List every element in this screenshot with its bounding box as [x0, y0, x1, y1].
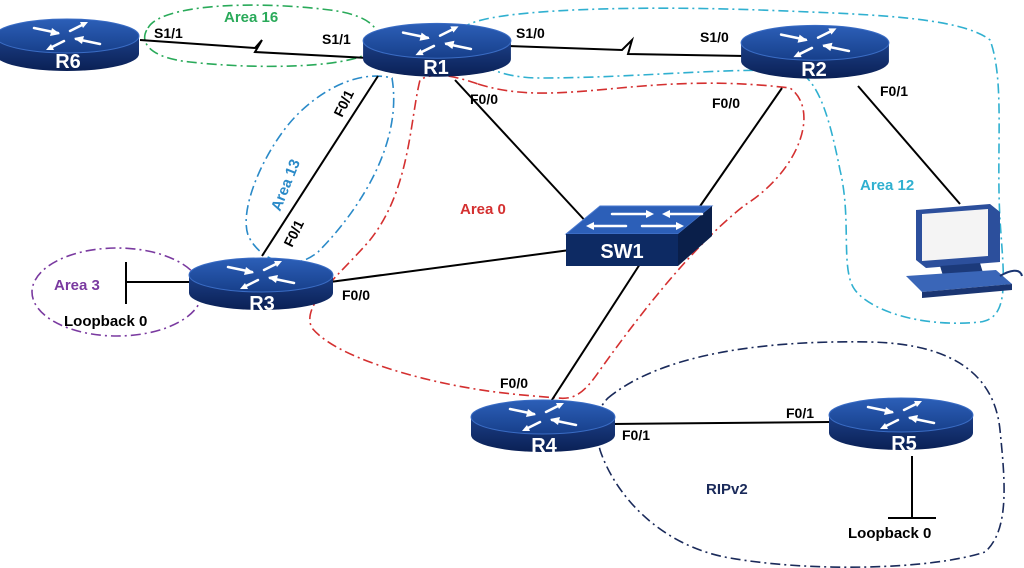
router-r5-label: R5: [891, 433, 917, 455]
if-r1-s11: S1/1: [322, 31, 351, 47]
rip-outline: [595, 341, 1005, 568]
link-r1-sw1: [454, 79, 591, 227]
switch-sw1-label: SW1: [600, 241, 643, 263]
router-r6-label: R6: [55, 51, 81, 73]
if-r2-s10: S1/0: [700, 29, 729, 45]
router-r1-label: R1: [423, 57, 449, 79]
area16-outline: [143, 4, 379, 68]
if-r4-f01: F0/1: [622, 427, 650, 443]
link-r2-sw1: [695, 87, 783, 213]
if-r2-f01: F0/1: [880, 83, 908, 99]
area0-label: Area 0: [460, 201, 506, 218]
if-r6-s11: S1/1: [154, 25, 183, 41]
router-r4-label: R4: [531, 435, 557, 457]
link-r1-r2: [507, 36, 746, 57]
router-r2[interactable]: R2: [739, 23, 891, 81]
loopback-r3-label: Loopback 0: [64, 313, 147, 330]
area3-label: Area 3: [54, 277, 100, 294]
switch-sw1[interactable]: SW1: [564, 205, 714, 266]
area12-outline: [460, 7, 1005, 324]
if-r1-s10: S1/0: [516, 25, 545, 41]
switch-icon: [564, 205, 714, 266]
link-r2-pc: [857, 85, 961, 205]
link-r3-sw1: [329, 249, 571, 283]
router-r3[interactable]: R3: [187, 256, 335, 315]
if-r1-f00: F0/0: [470, 91, 498, 107]
pc-icon: [906, 204, 1023, 298]
router-r6[interactable]: R6: [0, 17, 141, 73]
router-r2-label: R2: [801, 59, 827, 81]
if-r2-f00: F0/0: [712, 95, 740, 111]
pc-host[interactable]: [906, 204, 1023, 298]
area0-outline: [309, 74, 805, 400]
router-r4[interactable]: R4: [469, 398, 617, 457]
router-r5[interactable]: R5: [827, 396, 975, 455]
area16-label: Area 16: [224, 9, 278, 26]
interface-labels: S1/1 S1/1 S1/0 S1/0 F0/0 F0/0 F0/1 F0/1 …: [154, 25, 908, 443]
if-r3-f00: F0/0: [342, 287, 370, 303]
link-r1-r3: [261, 75, 379, 257]
loopback-r5-label: Loopback 0: [848, 525, 931, 542]
links: [125, 36, 961, 519]
router-r1[interactable]: R1: [361, 21, 513, 79]
link-r6-r1: [139, 39, 369, 59]
link-sw1-r4: [547, 263, 641, 407]
if-r4-f00: F0/0: [500, 375, 528, 391]
if-r5-f01: F0/1: [786, 405, 814, 421]
router-r3-label: R3: [249, 293, 275, 315]
link-r4-r5: [611, 421, 831, 425]
area13-label: Area 13: [268, 157, 304, 214]
area12-label: Area 12: [860, 177, 914, 194]
area13-outline: [245, 75, 395, 264]
rip-label: RIPv2: [706, 481, 748, 498]
area-outlines: [31, 4, 1005, 568]
